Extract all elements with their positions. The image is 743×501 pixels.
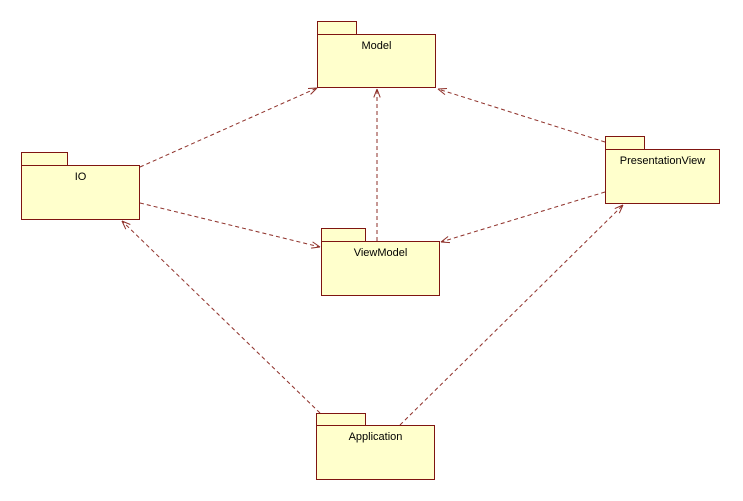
dependency-arrow-io-to-model[interactable]: [139, 87, 318, 168]
dependency-arrow-presentationview-to-viewmodel[interactable]: [440, 191, 606, 244]
package-viewmodel-label: ViewModel: [353, 247, 408, 259]
dependency-arrow-application-to-io[interactable]: [121, 220, 321, 414]
package-io-tab: [21, 152, 68, 165]
dependency-arrow-viewmodel-to-model[interactable]: [373, 88, 381, 241]
open-arrowhead-icon: [437, 88, 448, 95]
dependency-arrow-application-to-presentationview[interactable]: [399, 204, 624, 426]
package-model-tab: [317, 21, 357, 34]
package-io-label: IO: [74, 171, 87, 183]
open-arrowhead-icon: [373, 88, 381, 98]
open-arrowhead-icon: [614, 204, 624, 214]
open-arrowhead-icon: [121, 220, 131, 230]
package-presentationview-tab: [605, 136, 645, 149]
package-application-label: Application: [348, 431, 403, 443]
dependency-arrow-presentationview-to-model[interactable]: [437, 88, 606, 143]
package-model-body: Model: [317, 34, 436, 88]
open-arrowhead-icon: [440, 236, 451, 244]
package-viewmodel-body: ViewModel: [321, 241, 440, 296]
dependency-arrow-io-to-viewmodel[interactable]: [139, 202, 321, 249]
package-io-body: IO: [21, 165, 140, 220]
package-presentationview-label: PresentationView: [619, 155, 706, 167]
package-viewmodel-tab: [321, 228, 366, 241]
open-arrowhead-icon: [307, 87, 318, 95]
package-presentationview-body: PresentationView: [605, 149, 720, 204]
package-application-body: Application: [316, 425, 435, 480]
open-arrowhead-icon: [311, 241, 321, 249]
package-application-tab: [316, 413, 366, 425]
package-model-label: Model: [361, 40, 392, 52]
